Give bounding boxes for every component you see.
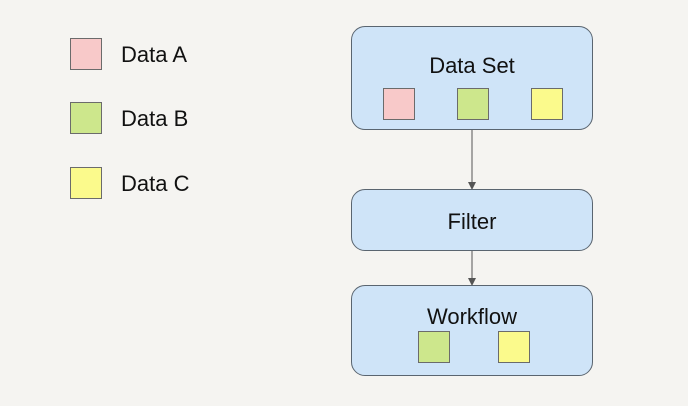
node-filter-title: Filter bbox=[447, 209, 497, 234]
legend-label-data-a: Data A bbox=[121, 42, 188, 67]
legend-label-data-c: Data C bbox=[121, 171, 190, 196]
legend-label-data-b: Data B bbox=[121, 106, 189, 131]
legend-item-data-c: Data C bbox=[70, 167, 270, 201]
legend-item-data-b: Data B bbox=[70, 102, 270, 136]
node-data-set-swatch-b bbox=[457, 88, 489, 120]
legend-swatch-data-c bbox=[70, 167, 102, 199]
node-data-set[interactable]: Data Set bbox=[351, 26, 593, 130]
legend-item-data-a: Data A bbox=[70, 38, 270, 72]
node-filter[interactable]: Filter bbox=[351, 189, 593, 251]
node-workflow-swatch-c bbox=[498, 331, 530, 363]
legend-swatch-data-a bbox=[70, 38, 102, 70]
node-data-set-swatch-a bbox=[383, 88, 415, 120]
node-workflow-swatch-b bbox=[418, 331, 450, 363]
node-data-set-swatch-c bbox=[531, 88, 563, 120]
node-workflow-title: Workflow bbox=[426, 304, 518, 329]
node-data-set-title: Data Set bbox=[429, 53, 515, 78]
legend-swatch-data-b bbox=[70, 102, 102, 134]
node-workflow[interactable]: Workflow bbox=[351, 285, 593, 376]
